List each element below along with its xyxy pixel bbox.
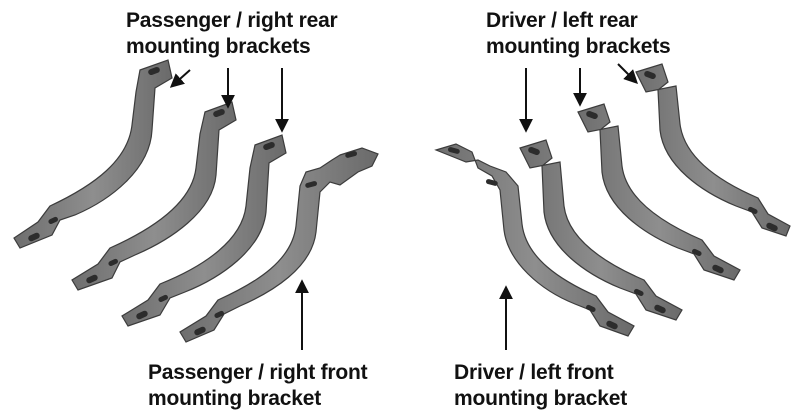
passenger-front-label-line2: mounting bracket bbox=[148, 386, 367, 412]
passenger-front-label-line1: Passenger / right front bbox=[148, 360, 367, 386]
driver-rear-label-line2: mounting brackets bbox=[486, 34, 670, 60]
passenger-rear-label-line1: Passenger / right rear bbox=[126, 8, 338, 34]
passenger-rear-label-line2: mounting brackets bbox=[126, 34, 338, 60]
passenger-rear-label: Passenger / right rear mounting brackets bbox=[126, 8, 338, 60]
driver-front-label: Driver / left front mounting bracket bbox=[454, 360, 627, 412]
driver-rear-label-line1: Driver / left rear bbox=[486, 8, 670, 34]
passenger-front-label: Passenger / right front mounting bracket bbox=[148, 360, 367, 412]
passenger-rear-bracket-1 bbox=[14, 60, 172, 248]
driver-front-label-line1: Driver / left front bbox=[454, 360, 627, 386]
driver-rear-bracket-1 bbox=[636, 64, 790, 236]
driver-rear-arrow-1 bbox=[618, 64, 636, 82]
driver-rear-label: Driver / left rear mounting brackets bbox=[486, 8, 670, 60]
driver-front-label-line2: mounting bracket bbox=[454, 386, 627, 412]
passenger-rear-arrow-1 bbox=[172, 70, 190, 86]
